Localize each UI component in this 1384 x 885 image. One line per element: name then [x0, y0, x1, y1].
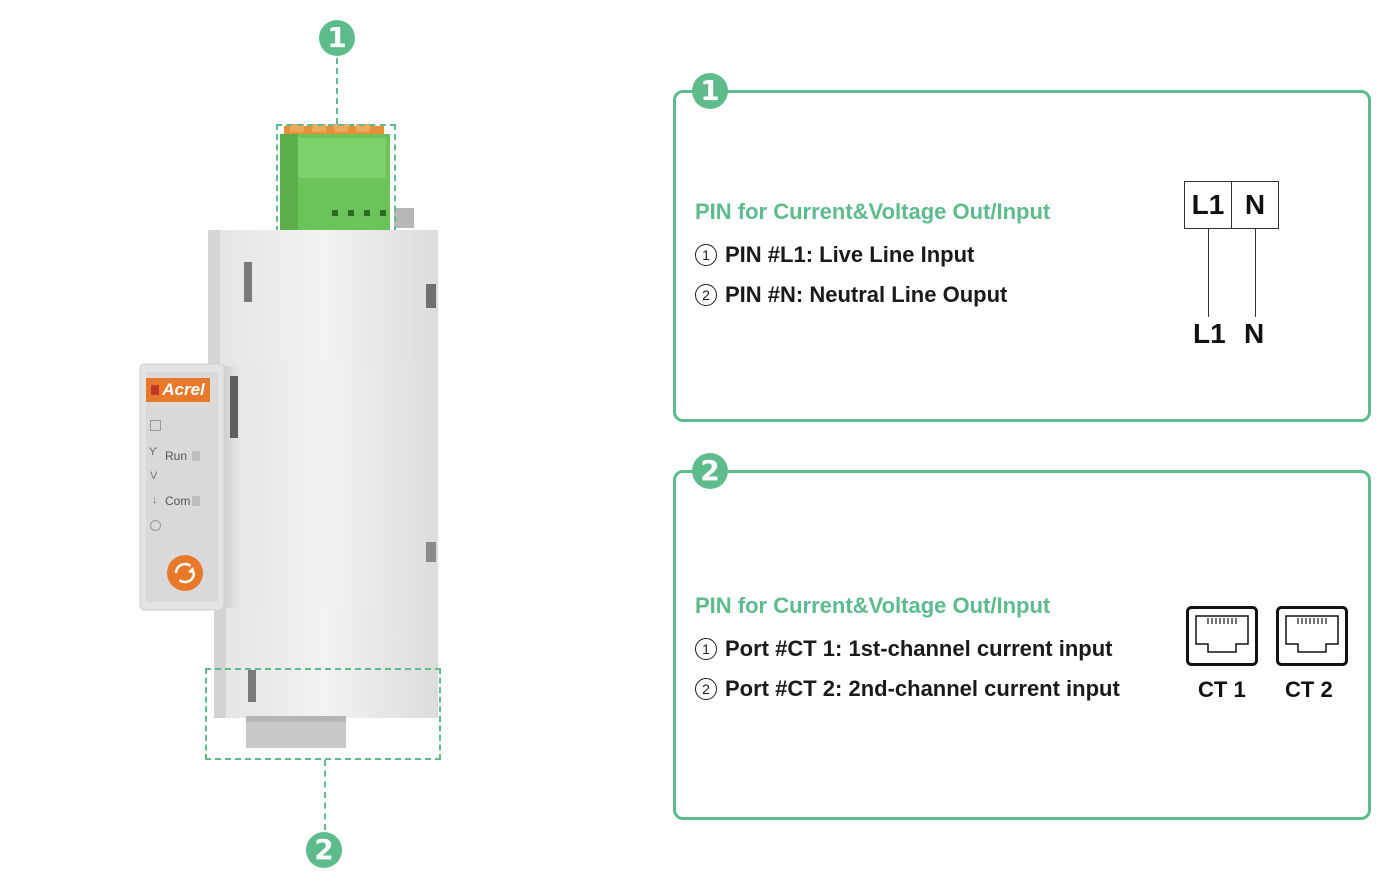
- terminal-bottom-l1: L1: [1193, 318, 1226, 349]
- reset-indicator-icon: [150, 520, 161, 531]
- rj45-port-ct2-icon: [1276, 606, 1348, 666]
- terminal-block-connector: [280, 124, 414, 230]
- led-run-label: Run: [165, 449, 188, 463]
- brand-name: Acrel: [162, 380, 205, 399]
- callout-line-top: [336, 58, 338, 124]
- power-indicator-icon: [150, 420, 161, 431]
- panel-badge-1: 1: [692, 73, 728, 109]
- callout-line-bottom: [324, 760, 326, 830]
- signal-icon: V: [150, 470, 158, 482]
- panel-2-heading: PIN for Current&Voltage Out/Input: [695, 593, 1051, 618]
- down-arrow-icon: ↓: [152, 494, 158, 506]
- led-com-label: Com: [165, 494, 191, 508]
- terminal-diagram: L1 N: [1184, 181, 1279, 229]
- port-label-ct1: CT 1: [1198, 677, 1246, 702]
- rj45-port-ct1-icon: [1186, 606, 1258, 666]
- terminal-bottom-n: N: [1244, 318, 1265, 349]
- callout-badge-bottom: 2: [306, 832, 342, 868]
- port-label-ct2: CT 2: [1285, 677, 1333, 702]
- brand-logo-icon: [151, 385, 160, 395]
- panel-badge-2: 2: [692, 453, 728, 489]
- callout-box-bottom: [205, 668, 441, 760]
- callout-box-top: [276, 124, 396, 232]
- antenna-icon: Ƴ: [149, 446, 158, 458]
- brand-label: Acrel: [146, 378, 210, 402]
- led-run-indicator: [192, 451, 200, 461]
- callout-badge-top: 1: [319, 20, 355, 56]
- led-com-indicator: [192, 496, 200, 506]
- terminal-wire-l1: [1208, 229, 1209, 317]
- terminal-wire-n: [1255, 229, 1256, 317]
- terminal-top-n: N: [1231, 182, 1278, 228]
- device-housing: [139, 230, 438, 748]
- panel-1-heading: PIN for Current&Voltage Out/Input: [695, 199, 1051, 224]
- pin-panel-1: [673, 90, 1371, 422]
- refresh-button-icon: [167, 555, 203, 591]
- terminal-top-l1: L1: [1191, 189, 1225, 220]
